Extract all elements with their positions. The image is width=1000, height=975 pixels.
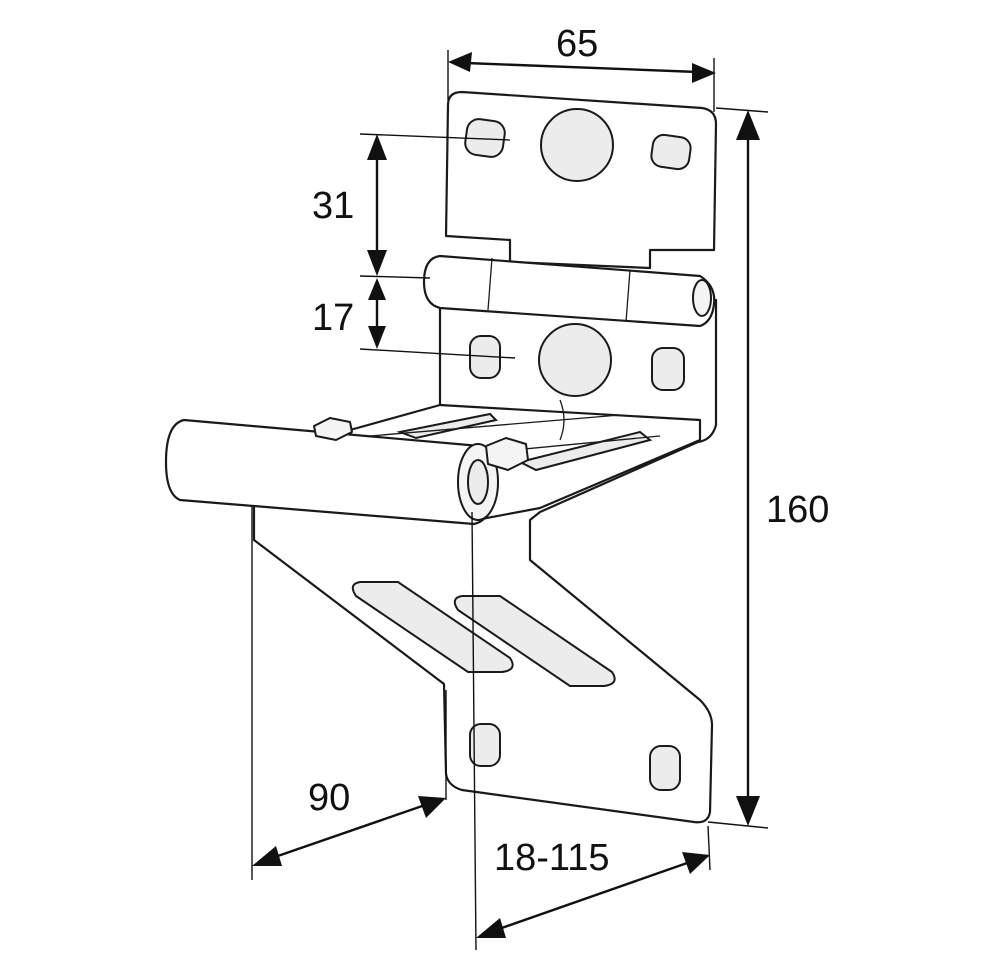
upper-left-slot-hole <box>464 118 506 158</box>
hinge-pin-end <box>692 279 712 317</box>
dim-18-115-label: 18-115 <box>494 837 610 879</box>
dim-160-label: 160 <box>766 489 829 531</box>
upper-plate <box>444 90 718 270</box>
fasteners <box>313 399 565 471</box>
dim-65-line <box>465 61 699 74</box>
dim-17-label: 17 <box>312 297 354 339</box>
diagonal-slot-right <box>453 595 616 687</box>
dim-31-label: 31 <box>312 185 354 227</box>
upper-round-hole <box>540 108 614 182</box>
bottom-right-slot-hole <box>649 745 681 791</box>
middle-right-slot-hole <box>651 347 685 391</box>
dim-65-label: 65 <box>556 23 598 65</box>
dimension-labels: 65 31 17 160 90 18-115 <box>308 23 829 879</box>
hinge-barrel <box>422 254 716 328</box>
lower-vertical-plate <box>252 298 718 824</box>
dim-90-label: 90 <box>308 777 350 819</box>
hex-nut-front <box>485 437 529 471</box>
dim-18-115-line <box>495 860 691 932</box>
extension-lines <box>251 50 769 951</box>
dimension-lines <box>252 52 760 938</box>
middle-round-hole <box>538 323 612 397</box>
bottom-left-slot-hole <box>469 723 501 767</box>
roller-tube-bore <box>467 459 489 505</box>
upper-right-slot-hole <box>650 133 692 171</box>
dim-90-line <box>271 802 429 860</box>
hex-nut-rear <box>313 417 353 441</box>
